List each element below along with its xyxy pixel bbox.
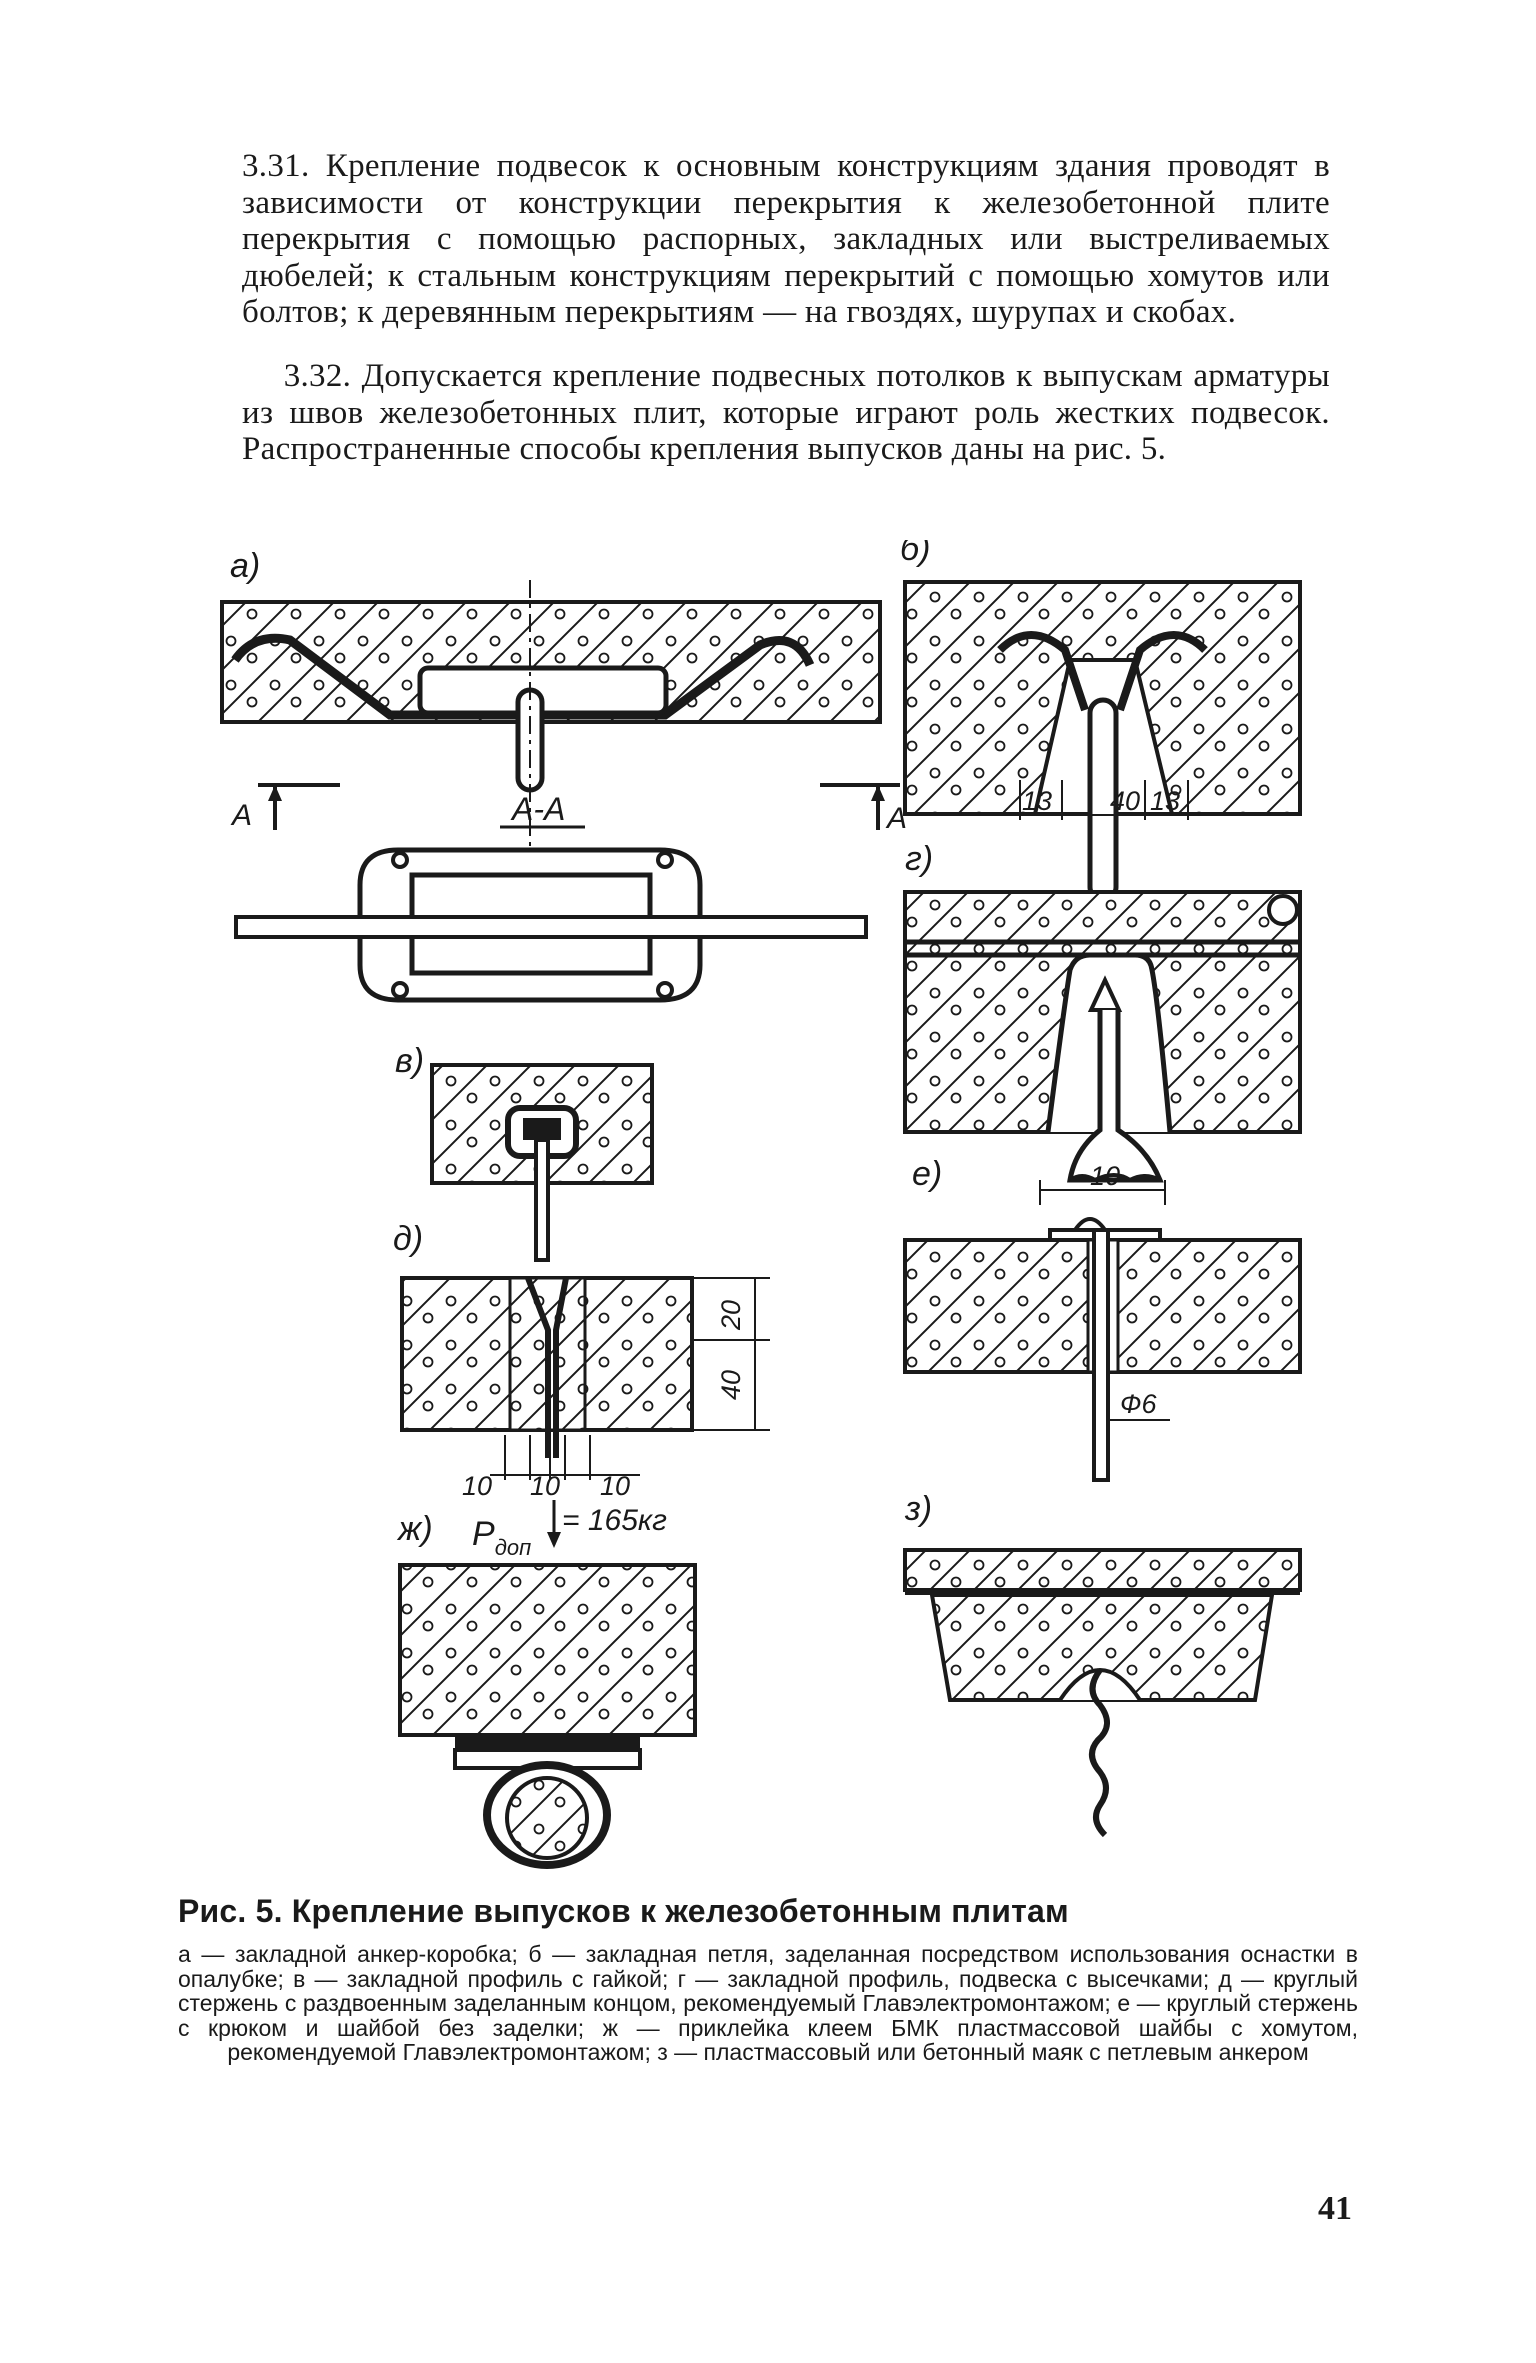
dim-e-diameter: Ф6 — [1120, 1389, 1157, 1419]
section-marker-left: А — [230, 799, 252, 832]
label-g: г) — [905, 840, 933, 878]
dim-b-3: 13 — [1150, 786, 1180, 816]
load-symbol: Pдоп — [472, 1515, 531, 1560]
dim-d-horizontal-2: 10 — [530, 1471, 560, 1501]
glue-layer — [455, 1735, 640, 1750]
beacon — [929, 1593, 1275, 1702]
loop-wire — [997, 631, 1208, 712]
concrete-slab — [398, 1563, 697, 1737]
paragraph-number: 3.31. — [242, 148, 310, 184]
dim-e: 10 — [1090, 1161, 1120, 1191]
load-value: = 165кг — [562, 1504, 667, 1537]
detail-e: е) 10 Ф6 — [903, 1155, 1302, 1482]
concrete-slab — [903, 1548, 1302, 1592]
split-rod — [525, 1276, 569, 1458]
label-e: е) — [912, 1155, 942, 1193]
hanger-rod — [534, 1138, 550, 1262]
rebar-section — [234, 915, 868, 939]
hanger-rod — [1092, 1228, 1110, 1482]
round-bar — [505, 1776, 589, 1860]
figure-5-illustration: а) А А А-А б) 13 40 13 г) — [220, 540, 1302, 1869]
section-mark-left — [258, 783, 340, 830]
dim-d-horizontal-1: 10 — [462, 1471, 492, 1501]
label-b: б) — [900, 540, 930, 568]
figure-caption-title: Рис. 5. Крепление выпусков к железобетон… — [178, 1893, 1069, 1929]
label-d: д) — [393, 1220, 423, 1258]
loop-anchor — [1089, 1668, 1110, 1838]
dim-b-1: 13 — [1022, 786, 1052, 816]
detail-v: в) — [395, 1042, 654, 1262]
section-marker-right: А — [885, 802, 907, 835]
label-v: в) — [395, 1042, 424, 1080]
dim-b-2: 40 — [1110, 786, 1140, 816]
arrow-icon — [547, 1532, 561, 1548]
detail-z: з) — [903, 1490, 1302, 1838]
detail-zh: ж) Pдоп = 165кг — [396, 1500, 697, 1869]
label-a: а) — [230, 547, 260, 585]
detail-b: б) 13 40 13 — [900, 540, 1302, 903]
arrow-icon — [871, 785, 885, 801]
paragraph-text: Крепление подвесок к основным конструкци… — [242, 148, 1330, 330]
dim-d-vertical-2: 40 — [716, 1370, 746, 1400]
paragraph-number: 3.32. — [283, 358, 352, 394]
section-label: А-А — [510, 791, 565, 827]
page-number: 41 — [1318, 2190, 1352, 2227]
figure-caption-text: а — закладной анкер-коробка; б — закладн… — [178, 1941, 1358, 2065]
dim-d-horizontal-3: 10 — [600, 1471, 630, 1501]
nut — [523, 1118, 561, 1140]
label-zh: ж) — [396, 1510, 433, 1548]
detail-a: а) А А А-А — [220, 547, 907, 1003]
detail-d: д) 20 40 10 10 10 — [393, 1220, 770, 1501]
detail-g: г) — [903, 840, 1302, 1183]
dim-d-vertical-1: 20 — [716, 1300, 746, 1331]
label-z: з) — [904, 1490, 932, 1528]
arrow-icon — [268, 785, 282, 801]
paragraph-3-32: 3.32. Допускается крепление подвесных по… — [242, 358, 1330, 468]
paragraph-text: Допускается крепление подвесных потолков… — [242, 358, 1330, 467]
paragraph-3-31: 3.31. Крепление подвесок к основным конс… — [242, 148, 1330, 331]
